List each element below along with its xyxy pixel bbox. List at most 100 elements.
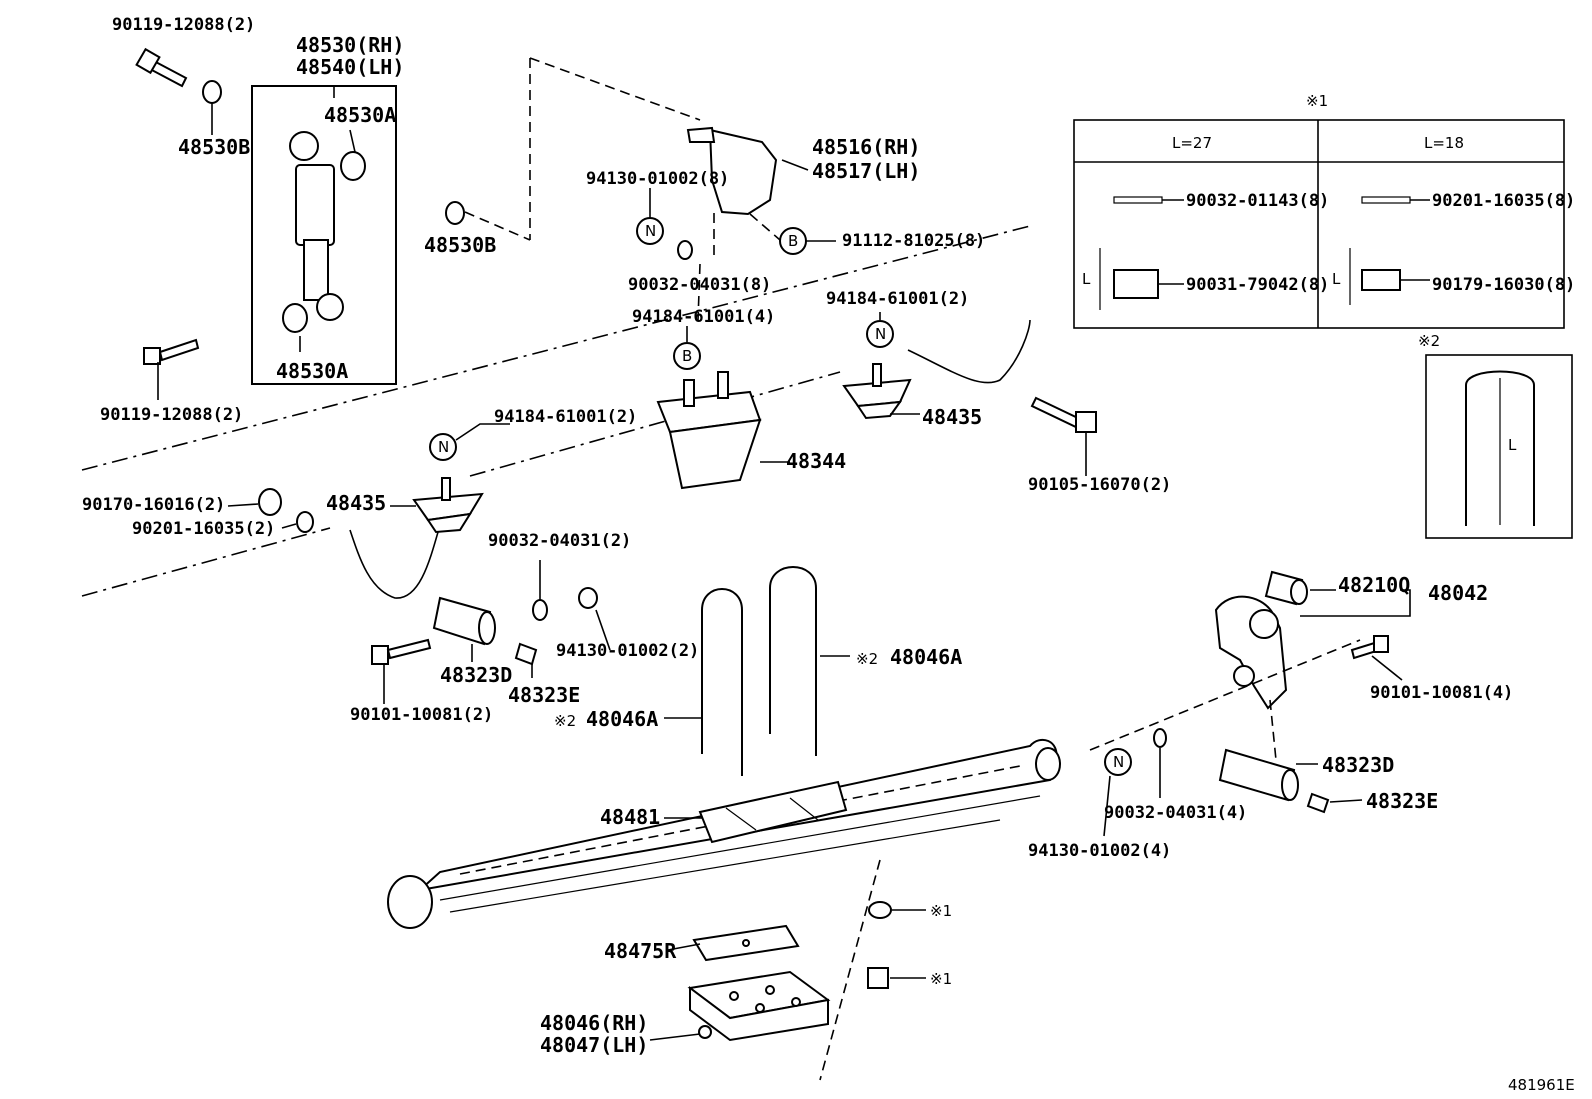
label-nut-94184-2-right: 94184-61001(2) bbox=[826, 289, 969, 309]
label-bolt-bottom: 90119-12088(2) bbox=[100, 405, 243, 425]
label-bumper-48344: 48344 bbox=[786, 449, 846, 473]
bolt-90119-bottom bbox=[143, 338, 200, 365]
label-bolt-90101-right: 90101-10081(4) bbox=[1370, 683, 1513, 703]
ref1-bushing-b bbox=[867, 967, 889, 989]
bump-stopper-48344 bbox=[656, 371, 762, 490]
label-pin-48323d-left: 48323D bbox=[440, 663, 512, 687]
washer-90032-top bbox=[677, 240, 693, 260]
label-bracket-rh: 48516(RH) bbox=[812, 135, 920, 159]
symbol-n-shackle: N bbox=[1113, 753, 1124, 771]
label-fitting-48323e-right: 48323E bbox=[1366, 789, 1438, 813]
pin-48323d-left bbox=[432, 596, 496, 646]
bumper-48435-right bbox=[842, 363, 912, 420]
nut-94184-2-left-symbol bbox=[429, 433, 457, 461]
label-bolt-91112: 91112-81025(8) bbox=[842, 231, 985, 251]
label-fitting-48323e-left: 48323E bbox=[508, 683, 580, 707]
table1-col2-row1: 90201-16035(8) bbox=[1432, 191, 1575, 211]
label-nut-94184-4: 94184-61001(4) bbox=[632, 307, 775, 327]
bolt-90101-right bbox=[1350, 635, 1389, 660]
washer-90032-right bbox=[1153, 728, 1167, 748]
nut-94184-4-symbol bbox=[673, 342, 701, 370]
bushing-48210q bbox=[1264, 570, 1308, 606]
label-washer-90032-top: 90032-04031(8) bbox=[628, 275, 771, 295]
table1-col1-row1: 90032-01143(8) bbox=[1186, 191, 1329, 211]
label-nut-94184-2-left: 94184-61001(2) bbox=[494, 407, 637, 427]
label-ubolt-mark-left: ※2 bbox=[554, 712, 576, 730]
label-pad-48475r: 48475R bbox=[604, 939, 677, 963]
label-bumper-48435-right: 48435 bbox=[922, 405, 982, 429]
pad-48475r bbox=[692, 924, 800, 962]
label-spacer-48481: 48481 bbox=[600, 805, 660, 829]
bracket-48516 bbox=[686, 126, 778, 216]
table1-mark: ※1 bbox=[1306, 92, 1328, 110]
label-shock-lh: 48540(LH) bbox=[296, 55, 404, 79]
label-bolt-top: 90119-12088(2) bbox=[112, 15, 255, 35]
nut-94130-mid bbox=[578, 587, 598, 609]
table1-dim-col2: L bbox=[1332, 270, 1341, 288]
table1-col1-row2: 90031-79042(8) bbox=[1186, 275, 1329, 295]
label-bush-b-top: 48530B bbox=[178, 135, 250, 159]
label-bush-a-bot: 48530A bbox=[276, 359, 348, 383]
label-bracket-lh: 48517(LH) bbox=[812, 159, 920, 183]
bushing-48530a-top bbox=[340, 151, 366, 181]
table-ref1 bbox=[1073, 119, 1565, 329]
table1-col2-row2: 90179-16030(8) bbox=[1432, 275, 1575, 295]
u-bolt-48046a-left bbox=[701, 588, 743, 776]
washer-48530b-mid bbox=[445, 201, 465, 225]
washer-90032-mid bbox=[532, 599, 548, 621]
fitting-48323e-right bbox=[1306, 792, 1330, 814]
symbol-n-right: N bbox=[875, 325, 886, 343]
bolt-90105 bbox=[1030, 396, 1097, 433]
label-nut-90170: 90170-16016(2) bbox=[82, 495, 225, 515]
leader-lines bbox=[157, 86, 1430, 1041]
diagram-id: 481961E bbox=[1508, 1076, 1575, 1094]
spring-seat-48046 bbox=[687, 970, 831, 1042]
u-bolt-48046a-right bbox=[769, 566, 817, 756]
table1-col2-header: L=18 bbox=[1424, 134, 1464, 152]
label-bush-b-mid: 48530B bbox=[424, 233, 496, 257]
label-ubolt-mark-right: ※2 bbox=[856, 650, 878, 668]
symbol-n-top: N bbox=[645, 222, 656, 240]
symbol-b-mid: B bbox=[682, 347, 692, 365]
table1-col1-header: L=27 bbox=[1172, 134, 1212, 152]
symbol-n-left: N bbox=[438, 438, 449, 456]
label-ubolt-left: 48046A bbox=[586, 707, 658, 731]
bolt-90119-top bbox=[135, 47, 188, 88]
label-shock-rh: 48530(RH) bbox=[296, 33, 404, 57]
label-ref1-a: ※1 bbox=[930, 902, 952, 920]
label-bush-a-top: 48530A bbox=[324, 103, 396, 127]
label-ubolt-right: 48046A bbox=[890, 645, 962, 669]
table1-dim-col1: L bbox=[1082, 270, 1091, 288]
shock-absorber-group bbox=[251, 85, 397, 385]
bumper-48435-left bbox=[412, 477, 484, 534]
bushing-48530a-bottom bbox=[282, 303, 308, 333]
fitting-48323e-left bbox=[514, 642, 538, 666]
nut-94184-2-right-symbol bbox=[866, 320, 894, 348]
part-labels: 90119-12088(2) 48530(RH) 48540(LH) 48530… bbox=[82, 15, 1575, 1094]
dashed-links bbox=[697, 213, 1361, 1081]
table2-mark: ※2 bbox=[1418, 332, 1440, 350]
label-nut-94130-top: 94130-01002(8) bbox=[586, 169, 729, 189]
label-ref1-b: ※1 bbox=[930, 970, 952, 988]
spacer-48481 bbox=[698, 780, 848, 844]
washer-48530b-top bbox=[202, 80, 222, 104]
label-shackle-48042: 48042 bbox=[1428, 581, 1488, 605]
nut-90170 bbox=[258, 488, 282, 516]
label-bush-48210q: 48210Q bbox=[1338, 573, 1410, 597]
label-bumper-48435-left: 48435 bbox=[326, 491, 386, 515]
ref1-bushing-a bbox=[868, 901, 892, 919]
label-nut-94130-right: 94130-01002(4) bbox=[1028, 841, 1171, 861]
label-bolt-90105: 90105-16070(2) bbox=[1028, 475, 1171, 495]
label-seat-lh: 48047(LH) bbox=[540, 1033, 648, 1057]
table2-dim: L bbox=[1508, 436, 1517, 454]
label-seat-rh: 48046(RH) bbox=[540, 1011, 648, 1035]
shock-absorber bbox=[289, 131, 344, 321]
table-ref2 bbox=[1425, 354, 1573, 539]
bolt-90101-left bbox=[371, 638, 432, 665]
symbol-b-top: B bbox=[788, 232, 798, 250]
label-washer-90201: 90201-16035(2) bbox=[132, 519, 275, 539]
nut-94130-right-symbol bbox=[1104, 748, 1132, 776]
label-nut-94130-mid: 94130-01002(2) bbox=[556, 641, 699, 661]
label-pin-48323d-right: 48323D bbox=[1322, 753, 1394, 777]
